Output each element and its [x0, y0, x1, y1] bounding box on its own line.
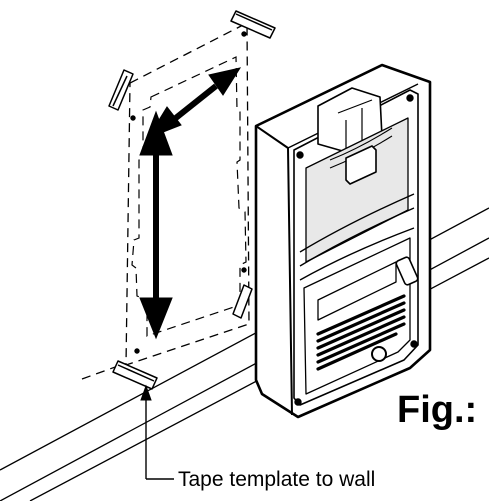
speaker-grille — [316, 294, 406, 371]
figure-label: Fig.: — [397, 389, 478, 431]
microphone — [371, 346, 387, 362]
call-button — [395, 256, 419, 286]
diagonal-double-arrow — [146, 67, 242, 140]
camera-lens-block — [345, 145, 377, 185]
tape-strip-bottom — [112, 360, 158, 390]
name-card-window — [317, 261, 397, 321]
door-station-device — [254, 63, 432, 419]
paper-template — [125, 21, 250, 366]
tape-strip-right — [232, 284, 253, 319]
vertical-double-arrow — [139, 110, 173, 340]
tape-strip-top — [230, 10, 276, 39]
callout-leader — [140, 384, 174, 480]
tape-strip-left — [108, 69, 134, 111]
callout-text: Tape template to wall — [178, 468, 376, 491]
